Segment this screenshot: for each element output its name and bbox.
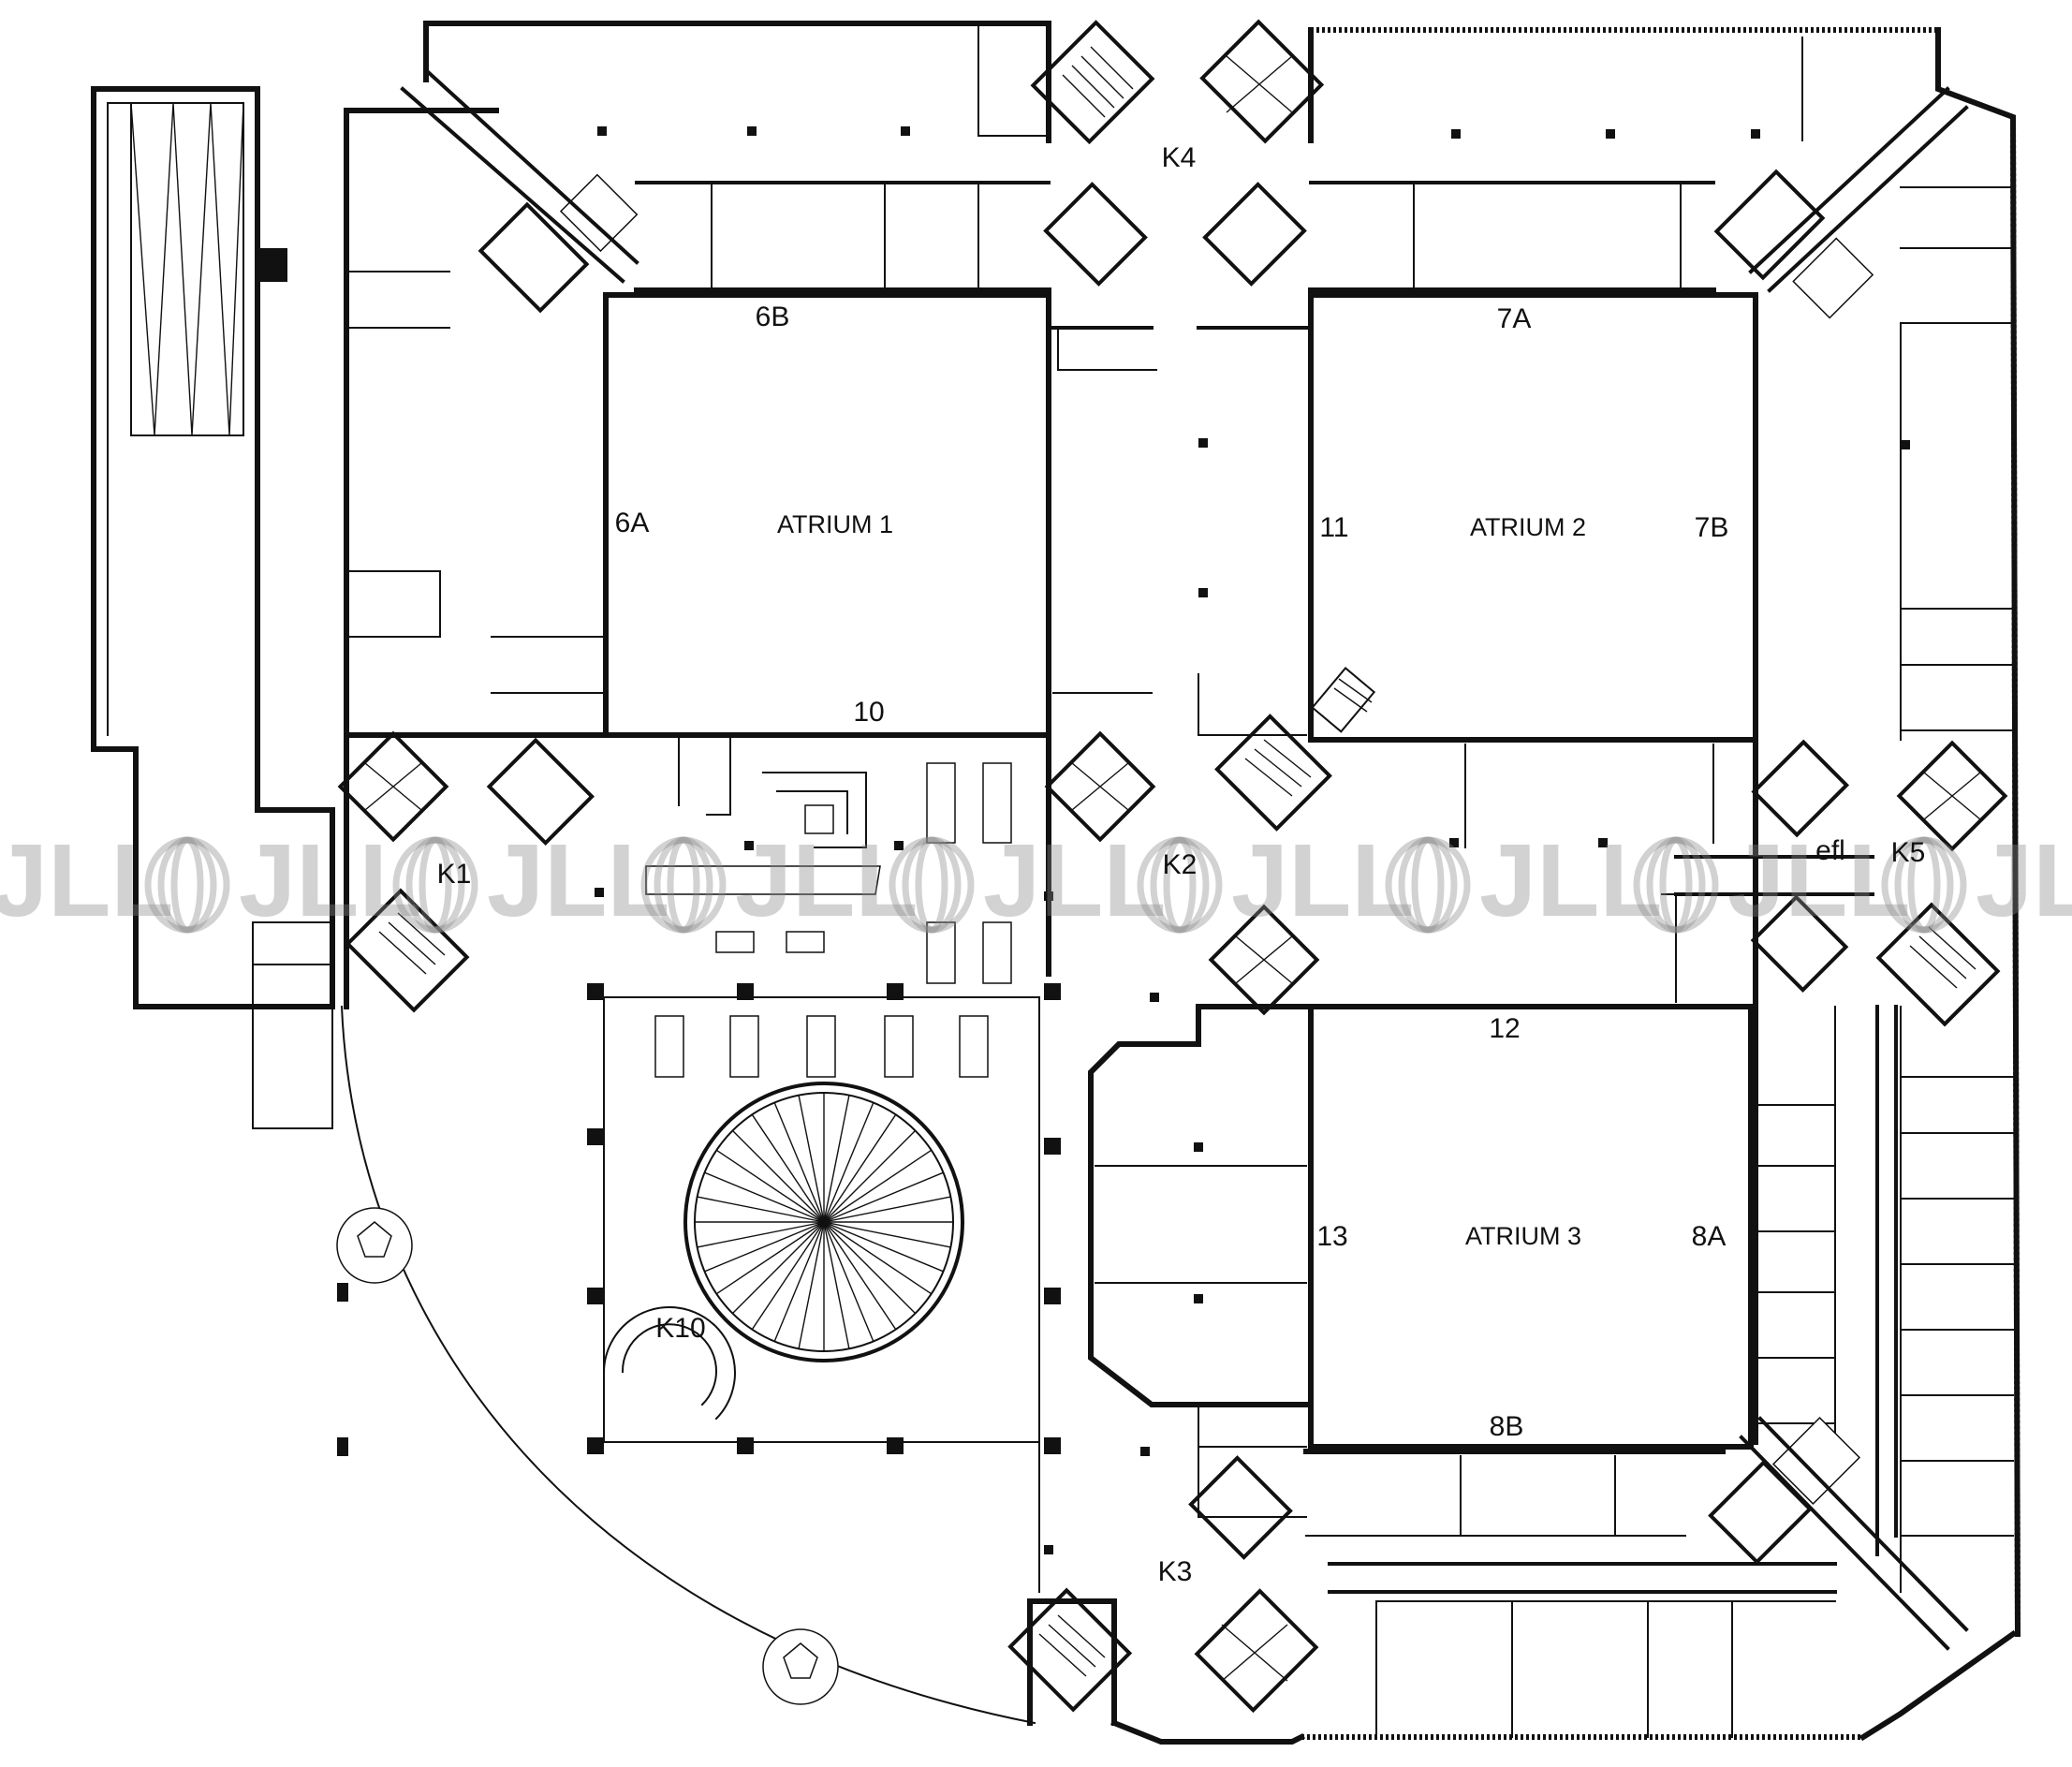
watermark-text: JLL xyxy=(1727,823,1911,938)
core-k5-lift xyxy=(1896,740,2008,852)
watermark-text: JLL xyxy=(487,823,670,938)
core-k1-stair xyxy=(345,888,470,1013)
watermark-logo: JLL xyxy=(1137,823,1415,938)
tree-planter-2 xyxy=(762,1628,839,1705)
structural-dots xyxy=(595,126,1910,1554)
central-lobby xyxy=(603,772,1040,1443)
toilet-core-n xyxy=(1043,182,1307,287)
core-k4-stair xyxy=(1030,20,1155,145)
watermark-logo: JLL xyxy=(1385,823,1663,938)
ramp-structure xyxy=(91,86,335,1129)
watermark-text: JLL xyxy=(735,823,918,938)
watermark-text: JLL xyxy=(1231,823,1415,938)
watermark-text: JLL xyxy=(1479,823,1663,938)
label-atrium-3: ATRIUM 3 xyxy=(1465,1222,1581,1250)
diagonal-corridors xyxy=(400,67,1969,1651)
label-k5: K5 xyxy=(1891,837,1926,868)
watermark-logo: JLL xyxy=(640,823,918,938)
watermark-logo: JLL xyxy=(0,823,174,938)
watermark-logo: JLL xyxy=(392,823,670,938)
spiral-stair-k10 xyxy=(602,1306,736,1421)
label-efl: efl xyxy=(1815,835,1845,866)
label-atrium-1: ATRIUM 1 xyxy=(777,510,893,538)
watermark-logo: JLL xyxy=(1633,823,1911,938)
toilet-core-k5 xyxy=(1750,739,1850,994)
watermark-logo: JLL xyxy=(1881,823,2072,938)
label-k1: K1 xyxy=(437,859,472,890)
core-k1-lift xyxy=(337,730,449,843)
core-k4-lift xyxy=(1199,19,1325,144)
toilet-core-nw xyxy=(478,173,639,314)
label-8a: 8A xyxy=(1692,1221,1727,1252)
core-k2-lift-a xyxy=(1044,730,1156,843)
label-k3: K3 xyxy=(1158,1556,1193,1587)
watermark-text: JLL xyxy=(983,823,1167,938)
label-7a: 7A xyxy=(1497,303,1532,334)
external-stair xyxy=(1311,667,1376,733)
watermark-text: JLL xyxy=(0,823,174,938)
label-6a: 6A xyxy=(615,508,650,538)
core-k2-stair xyxy=(1214,714,1332,832)
label-atrium-2: ATRIUM 2 xyxy=(1470,513,1586,541)
watermark-text: JLL xyxy=(239,823,422,938)
core-k3-lift xyxy=(1194,1588,1319,1714)
toilet-core-k3 xyxy=(1188,1455,1293,1560)
label-8b: 8B xyxy=(1490,1411,1524,1442)
label-13: 13 xyxy=(1316,1221,1347,1252)
plan-labels: 6B 7A 6A ATRIUM 1 11 ATRIUM 2 7B 10 K4 K… xyxy=(437,142,1926,1587)
label-7b: 7B xyxy=(1695,512,1729,543)
watermark-logo: JLL xyxy=(144,823,422,938)
label-k10: K10 xyxy=(655,1313,705,1344)
seating-tables xyxy=(654,762,1012,1078)
label-11: 11 xyxy=(1319,512,1348,543)
core-k5-stair xyxy=(1875,902,2001,1027)
label-k4: K4 xyxy=(1162,142,1197,173)
watermark-text: JLL xyxy=(1976,823,2072,938)
core-k2-lift-b xyxy=(1208,904,1320,1016)
core-k3-stair xyxy=(1007,1587,1133,1713)
watermark-logo: JLL xyxy=(889,823,1167,938)
plaza-curve xyxy=(340,1005,1036,1725)
label-10: 10 xyxy=(853,697,884,728)
toilet-core-k1 xyxy=(486,737,595,846)
label-6b: 6B xyxy=(756,302,790,332)
toilet-core-se xyxy=(1708,1416,1861,1565)
tree-planter-1 xyxy=(336,1207,413,1284)
label-12: 12 xyxy=(1489,1013,1520,1044)
toilet-core-ne xyxy=(1713,169,1874,319)
label-k2: K2 xyxy=(1163,849,1198,880)
round-feature xyxy=(683,1082,964,1362)
lobby-columns xyxy=(337,983,1061,1456)
jll-watermark: JLL JLL JLL JLL JLL JLL JLL JLL JLL xyxy=(0,823,2072,938)
interior-walls xyxy=(344,21,2014,1738)
